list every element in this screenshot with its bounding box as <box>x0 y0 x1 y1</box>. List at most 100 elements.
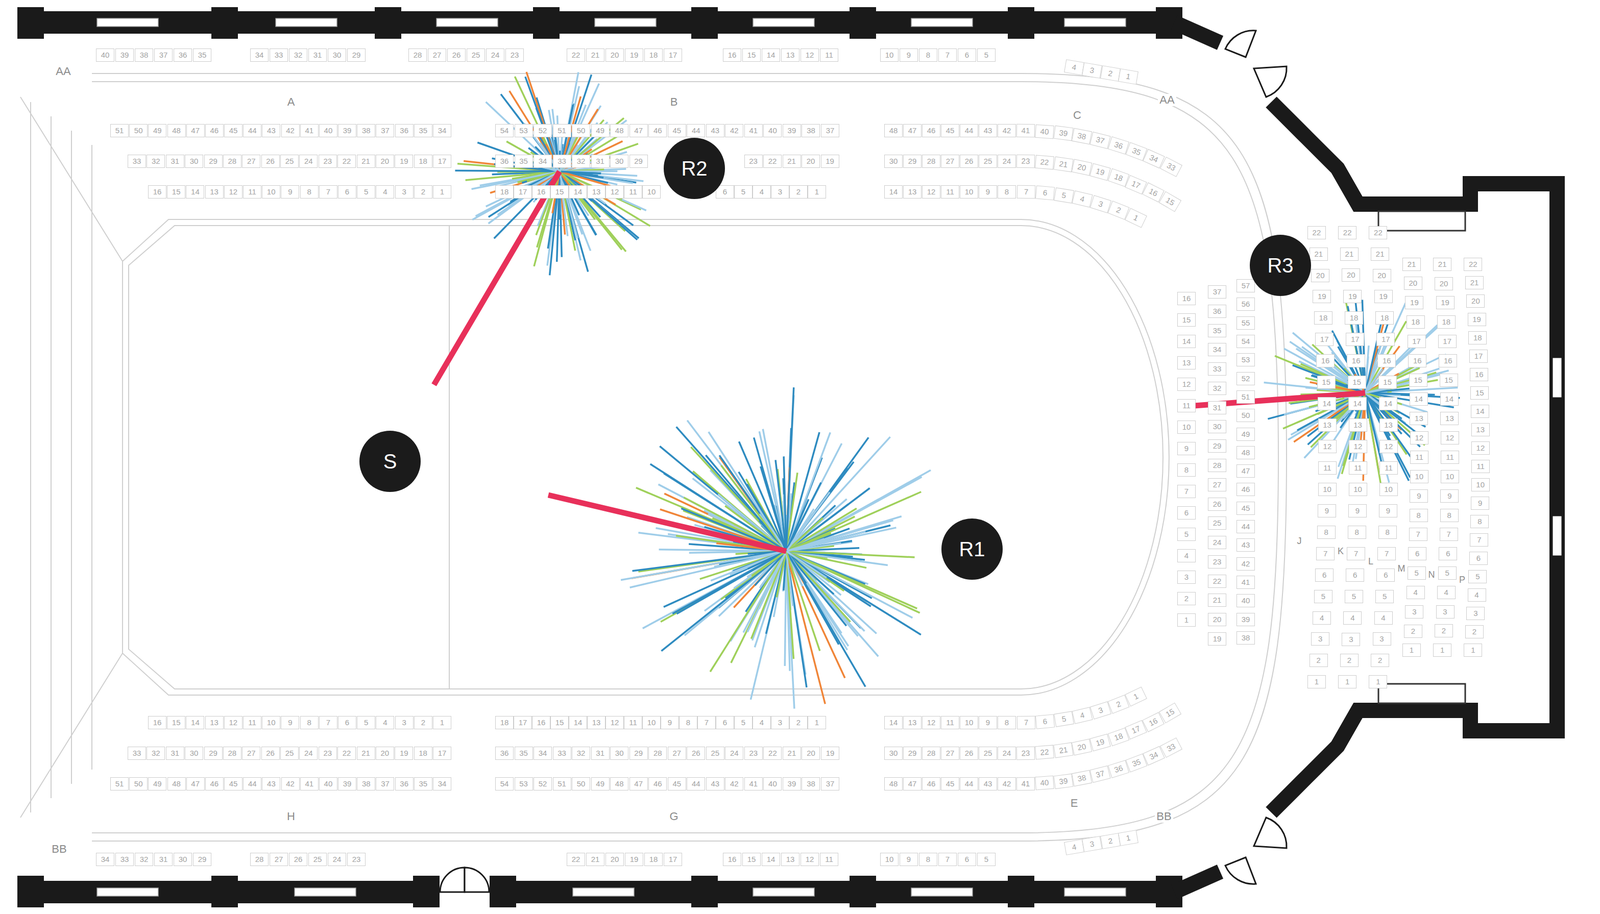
seat-number: 11 <box>819 853 839 867</box>
reflection-ray <box>559 171 638 240</box>
seat-number: 33 <box>269 48 288 62</box>
seat-number: 8 <box>1409 508 1428 523</box>
seat-number: 10 <box>1440 470 1460 484</box>
seat-number: 17 <box>1438 334 1457 349</box>
section-letter: L <box>1366 555 1375 568</box>
marker-label: R1 <box>958 538 985 561</box>
seat-number: 22 <box>337 154 356 168</box>
seat-number: 25 <box>1207 516 1227 530</box>
window <box>436 18 498 27</box>
seat-number: 1 <box>1338 675 1357 689</box>
seat-number: 32 <box>571 746 591 761</box>
seat-number: 15 <box>166 716 186 730</box>
seat-number: 17 <box>1345 332 1365 347</box>
seat-number: 17 <box>1469 349 1488 363</box>
seat-number: 22 <box>1207 574 1227 589</box>
seat-number: 6 <box>1035 185 1055 201</box>
seat-number: 51 <box>552 124 572 138</box>
seat-number: 28 <box>223 154 242 168</box>
seat-number: 42 <box>281 124 300 138</box>
seat-number: 49 <box>148 124 167 138</box>
seat-number: 21 <box>586 48 605 62</box>
reflection-ray <box>472 171 560 221</box>
seat-number: 13 <box>1409 411 1428 426</box>
reflection-ray <box>1365 325 1438 394</box>
seat-number: 24 <box>1207 536 1227 550</box>
seat-number: 4 <box>375 716 395 730</box>
pilaster <box>1007 876 1035 908</box>
seat-number: 47 <box>186 124 205 138</box>
seat-number: 13 <box>1348 418 1368 432</box>
seat-number: 34 <box>1207 343 1227 357</box>
seat-number: 5 <box>1177 527 1196 542</box>
seat-number: 1 <box>1177 613 1196 627</box>
seat-number: 29 <box>204 154 223 168</box>
marker-label: R3 <box>1267 254 1294 277</box>
seat-number: 43 <box>261 124 281 138</box>
seat-number: 44 <box>686 777 706 791</box>
section-letter: P <box>1457 573 1467 587</box>
seat-number: 27 <box>1207 478 1227 492</box>
seat-number: 1 <box>1402 643 1421 658</box>
seat-number: 36 <box>395 777 414 791</box>
seat-number: 17 <box>513 185 532 199</box>
seat-number: 56 <box>1236 297 1255 311</box>
seat-number: 21 <box>1053 742 1074 759</box>
seat-number: 13 <box>781 853 800 867</box>
seat-number: 30 <box>184 746 204 761</box>
seat-number: 27 <box>427 48 447 62</box>
seat-number: 14 <box>568 716 588 730</box>
seat-number: 2 <box>1309 653 1328 668</box>
arena-floor <box>122 219 1170 696</box>
seat-number: 12 <box>800 853 819 867</box>
seat-number: 20 <box>1071 738 1093 756</box>
seat-number: 18 <box>1437 315 1456 329</box>
seat-number: 32 <box>146 746 165 761</box>
seat-number: 11 <box>1440 450 1460 465</box>
window <box>911 888 973 897</box>
seat-number: 10 <box>959 185 979 199</box>
seat-number: 20 <box>375 746 395 761</box>
seat-number: 33 <box>552 154 572 168</box>
window <box>911 18 973 27</box>
marker-circle <box>663 137 725 200</box>
seat-number: 11 <box>1379 461 1398 475</box>
seat-number: 2 <box>1100 65 1121 82</box>
seat-number: 44 <box>1236 520 1255 534</box>
seat-number: 1 <box>1463 643 1483 658</box>
reflection-ray <box>747 551 787 633</box>
door <box>464 867 490 893</box>
seat-number: 24 <box>327 853 347 867</box>
seat-number: 35 <box>414 777 433 791</box>
seat-number: 21 <box>586 853 605 867</box>
seat-number: 36 <box>495 154 514 168</box>
seat-number: 37 <box>154 48 173 62</box>
seat-number: 30 <box>610 746 629 761</box>
seat-number: 3 <box>1311 632 1330 646</box>
seat-number: 19 <box>1207 632 1227 646</box>
seat-number: 22 <box>1368 226 1388 240</box>
seat-number: 18 <box>1375 311 1394 325</box>
seat-number: 14 <box>761 48 781 62</box>
seat-number: 5 <box>1314 590 1333 604</box>
reflection-ray <box>559 171 601 174</box>
seat-number: 40 <box>1034 124 1055 139</box>
seat-number: 21 <box>1207 593 1227 608</box>
seat-number: 10 <box>1318 482 1337 497</box>
seat-number: 21 <box>1433 257 1452 272</box>
seat-number: 48 <box>167 124 186 138</box>
seat-number: 16 <box>1346 354 1366 368</box>
seat-number: 20 <box>375 154 395 168</box>
seat-number: 20 <box>1434 277 1453 291</box>
seat-number: 25 <box>706 746 725 761</box>
reflection-ray <box>786 477 923 552</box>
seat-number: 38 <box>1071 770 1093 787</box>
seat-number: 16 <box>148 716 167 730</box>
seat-number: 2 <box>789 185 808 199</box>
direct-sound-ray <box>548 495 787 552</box>
seat-number: 28 <box>922 746 941 761</box>
seat-number: 14 <box>185 185 205 199</box>
seat-number: 15 <box>742 48 761 62</box>
seat-number: 52 <box>533 124 552 138</box>
